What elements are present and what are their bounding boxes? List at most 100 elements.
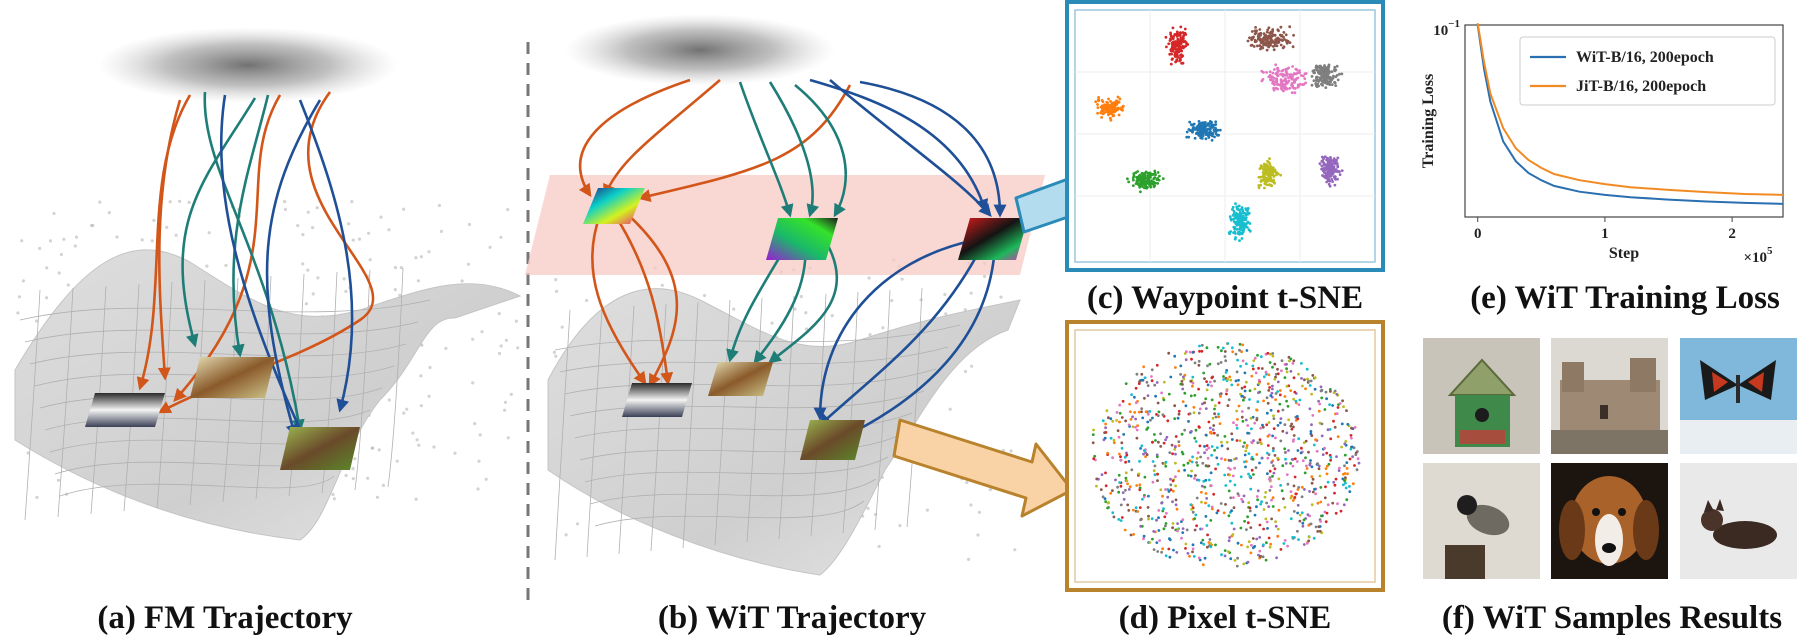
tsne-point: [1236, 492, 1240, 496]
scatter-point: [419, 374, 423, 378]
tsne-point: [1210, 453, 1213, 457]
tsne-point: [1248, 509, 1252, 513]
tsne-point: [1138, 459, 1141, 463]
tsne-point: [1293, 475, 1297, 479]
tsne-point: [1330, 178, 1334, 181]
scatter-point: [21, 279, 25, 283]
scatter-point: [509, 392, 513, 396]
tsne-point: [1342, 405, 1345, 409]
blue-path: [298, 99, 354, 413]
scatter-point: [402, 207, 406, 211]
tsne-point: [1138, 486, 1142, 490]
tsne-point: [1250, 30, 1254, 33]
tsne-point: [1336, 78, 1340, 82]
tsne-point: [1150, 379, 1154, 383]
tsne-point: [1200, 500, 1203, 504]
tsne-point: [1129, 417, 1133, 421]
tsne-point: [1325, 472, 1329, 476]
tsne-point: [1295, 415, 1299, 418]
tsne-point: [1174, 366, 1177, 369]
tsne-point: [1238, 210, 1242, 214]
tsne-point: [1218, 392, 1222, 396]
tsne-point: [1185, 350, 1188, 354]
tsne-point: [1231, 474, 1235, 478]
tsne-point: [1132, 174, 1136, 178]
tsne-point: [1134, 425, 1137, 429]
tsne-point: [1095, 484, 1098, 488]
scatter-point: [555, 289, 559, 293]
tsne-point: [1326, 503, 1330, 507]
tsne-point: [1267, 453, 1271, 456]
tsne-point: [1214, 467, 1217, 471]
scatter-point: [575, 522, 580, 526]
teal-path: [738, 81, 794, 218]
scatter-point: [351, 238, 355, 242]
tsne-point: [1216, 433, 1220, 437]
tsne-point: [1283, 451, 1287, 454]
tsne-point: [1243, 371, 1247, 375]
tsne-point: [1341, 399, 1344, 403]
tsne-point: [1336, 435, 1340, 438]
owl-image: [280, 427, 360, 470]
tsne-point: [1181, 61, 1185, 65]
scatter-point: [38, 246, 42, 250]
tsne-point: [1198, 444, 1202, 448]
tsne-point: [1183, 468, 1186, 472]
tsne-point: [1265, 520, 1269, 524]
tsne-point: [1283, 38, 1286, 41]
tsne-point: [1228, 536, 1231, 539]
tsne-point: [1253, 545, 1257, 548]
tsne-point: [1194, 513, 1198, 517]
tsne-point: [1273, 168, 1277, 172]
grid-line: [354, 269, 371, 491]
tsne-point: [1235, 439, 1239, 442]
tsne-point: [1329, 458, 1332, 462]
caption-c: (c) Waypoint t-SNE: [1087, 280, 1363, 316]
tsne-point: [1297, 437, 1301, 441]
legend-label-wit: WiT-B/16, 200epoch: [1576, 49, 1714, 66]
tsne-point: [1229, 468, 1232, 471]
tsne-point: [1253, 29, 1257, 33]
teal-path: [203, 91, 305, 433]
tsne-point: [1232, 496, 1235, 499]
tsne-point: [1226, 447, 1230, 451]
tsne-point: [1256, 489, 1260, 493]
tsne-point: [1129, 533, 1133, 537]
tsne-point: [1116, 95, 1120, 99]
tsne-point: [1283, 539, 1287, 542]
tsne-point: [1341, 477, 1345, 481]
scatter-point: [224, 263, 228, 267]
tsne-point: [1282, 83, 1285, 86]
tsne-point: [1270, 76, 1274, 79]
tsne-point: [1250, 427, 1253, 431]
tsne-point: [1174, 60, 1177, 64]
tsne-point: [1152, 181, 1156, 185]
tsne-point: [1203, 121, 1207, 125]
chart-legend: WiT-B/16, 200epoch JiT-B/16, 200epoch: [1519, 36, 1776, 106]
tsne-point: [1331, 180, 1334, 184]
tsne-point: [1319, 486, 1323, 489]
tsne-point: [1343, 479, 1346, 483]
tsne-point: [1188, 412, 1192, 415]
scatter-point: [473, 422, 477, 426]
tsne-point: [1137, 472, 1141, 476]
tsne-point: [1193, 394, 1197, 397]
tsne-point: [1142, 534, 1146, 538]
tsne-point: [1268, 176, 1271, 180]
tsne-point: [1328, 388, 1332, 391]
tsne-point: [1328, 453, 1332, 457]
tsne-point: [1331, 404, 1334, 407]
tsne-point: [1238, 232, 1241, 236]
tsne-point: [1181, 387, 1185, 391]
tsne-point: [1109, 100, 1112, 103]
tsne-point: [1243, 389, 1247, 393]
tsne-point: [1100, 473, 1104, 476]
tsne-point: [1260, 69, 1264, 73]
tsne-point: [1294, 492, 1298, 496]
tsne-point: [1271, 354, 1275, 358]
tsne-point: [1178, 34, 1182, 38]
tsne-point: [1128, 402, 1131, 406]
tsne-point: [1281, 429, 1285, 433]
tsne-point: [1177, 444, 1181, 447]
tsne-point: [1109, 118, 1113, 122]
